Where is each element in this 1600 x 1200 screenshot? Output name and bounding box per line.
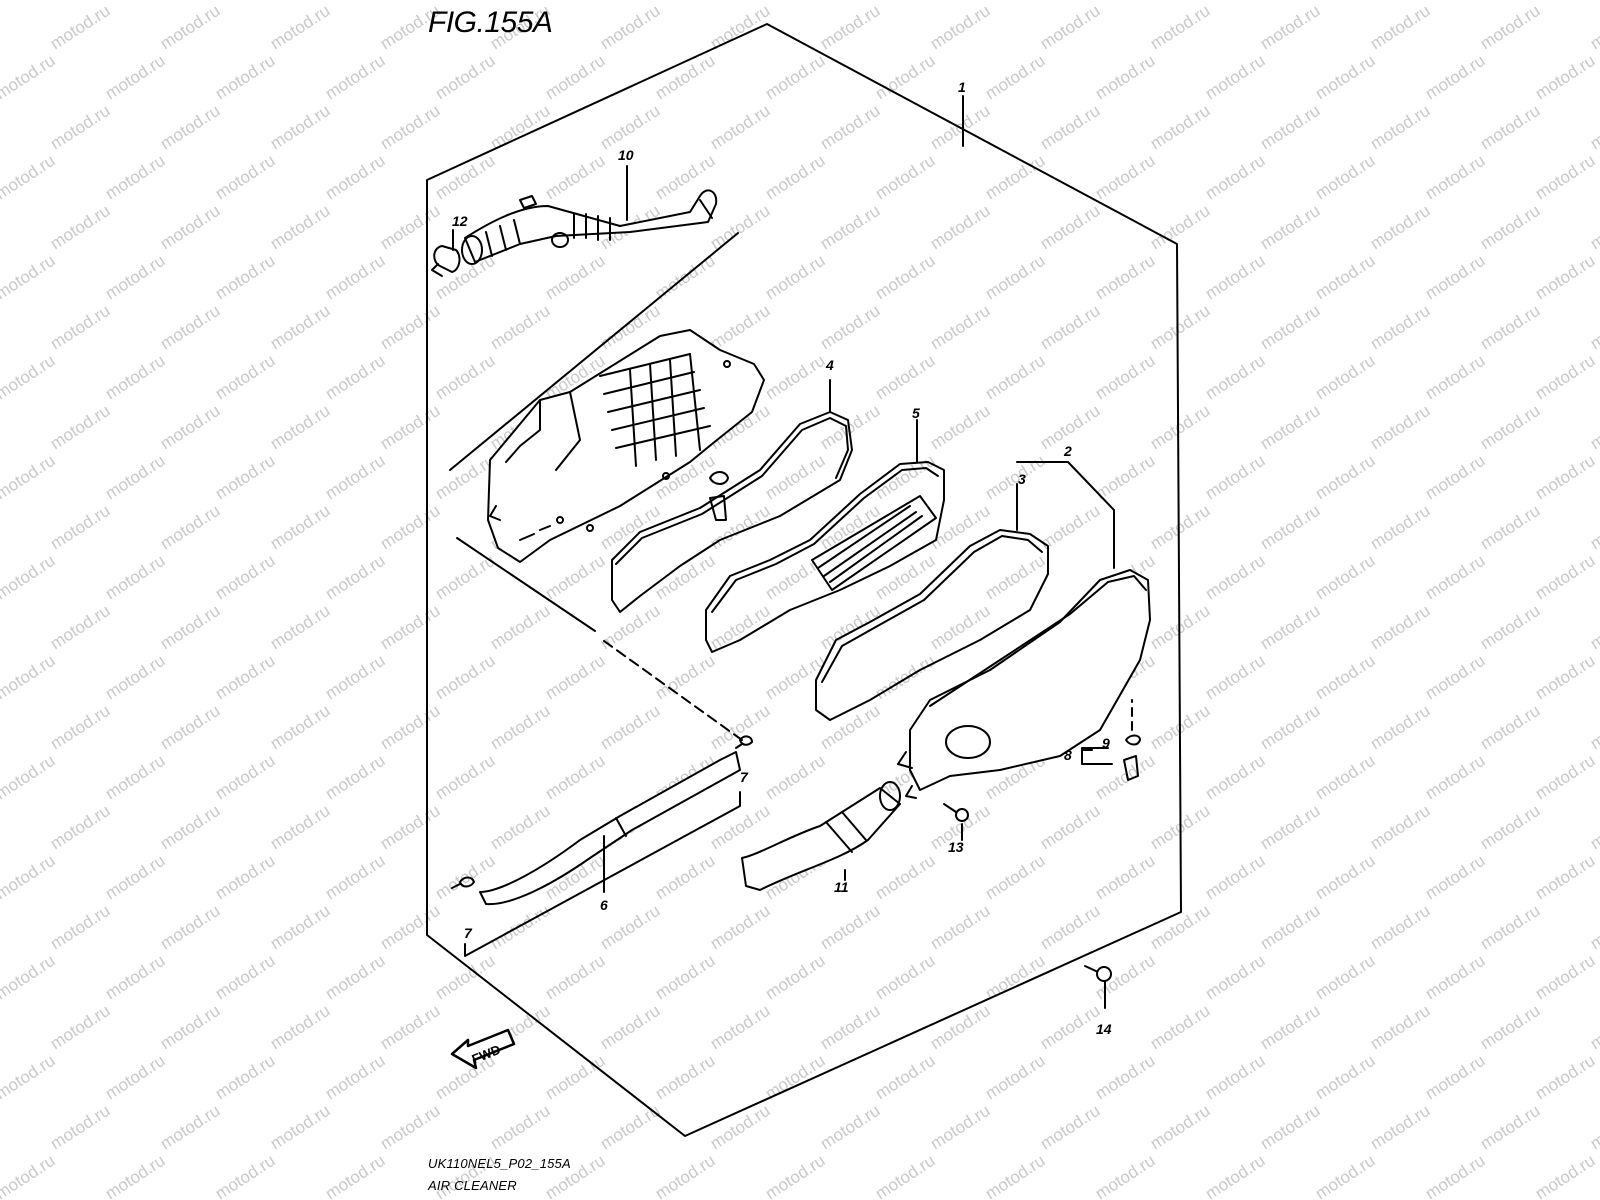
callout-11: 11	[834, 879, 849, 895]
callout-1: 1	[958, 79, 966, 95]
bracket-2	[1016, 461, 1115, 569]
part-clamp-12	[431, 229, 461, 277]
part-filter-element	[705, 419, 945, 653]
bracket-7	[464, 791, 741, 957]
callout-10: 10	[618, 147, 634, 163]
part-cleaner-case	[487, 329, 765, 563]
callout-13: 13	[948, 839, 964, 855]
figure-name: AIR CLEANER	[428, 1178, 517, 1193]
callout-8: 8	[1064, 747, 1072, 763]
callout-6: 6	[600, 897, 608, 913]
part-clamp-7-top	[735, 735, 753, 749]
guide-line-mid	[456, 537, 596, 632]
callout-2: 2	[1063, 443, 1072, 459]
callout-7b: 7	[464, 925, 473, 941]
part-drain-hose	[479, 751, 741, 906]
bracket-8	[1081, 747, 1113, 765]
part-cap-assembly	[897, 569, 1151, 799]
callout-7a: 7	[740, 769, 749, 785]
figure-title: FIG.155A	[428, 6, 553, 39]
part-intake-duct	[741, 781, 901, 891]
callout-4: 4	[825, 357, 834, 373]
fwd-arrow-icon: FWD	[450, 1028, 516, 1070]
callout-3: 3	[1018, 471, 1026, 487]
guide-line-dashed	[603, 640, 743, 741]
guide-line-upper	[449, 232, 739, 471]
part-drain-plug-8	[1123, 699, 1141, 781]
part-seal-3	[815, 483, 1049, 721]
part-seal-4	[611, 379, 853, 613]
figure-code: UK110NEL5_P02_155A	[428, 1156, 571, 1171]
part-inlet-tube	[461, 165, 718, 265]
part-bolt-14	[1084, 965, 1112, 1009]
part-clamp-7-bottom	[451, 876, 475, 889]
assembly-boundary	[426, 23, 1182, 1137]
part-screw-13	[943, 803, 969, 841]
callout-9: 9	[1102, 735, 1110, 751]
callout-14: 14	[1096, 1021, 1112, 1037]
callout-5: 5	[912, 405, 920, 421]
callout-labels: 1 2 3 4 5 6 7 7 8 9 10 11 12 13 14	[452, 79, 1112, 1037]
callout-12: 12	[452, 213, 468, 229]
